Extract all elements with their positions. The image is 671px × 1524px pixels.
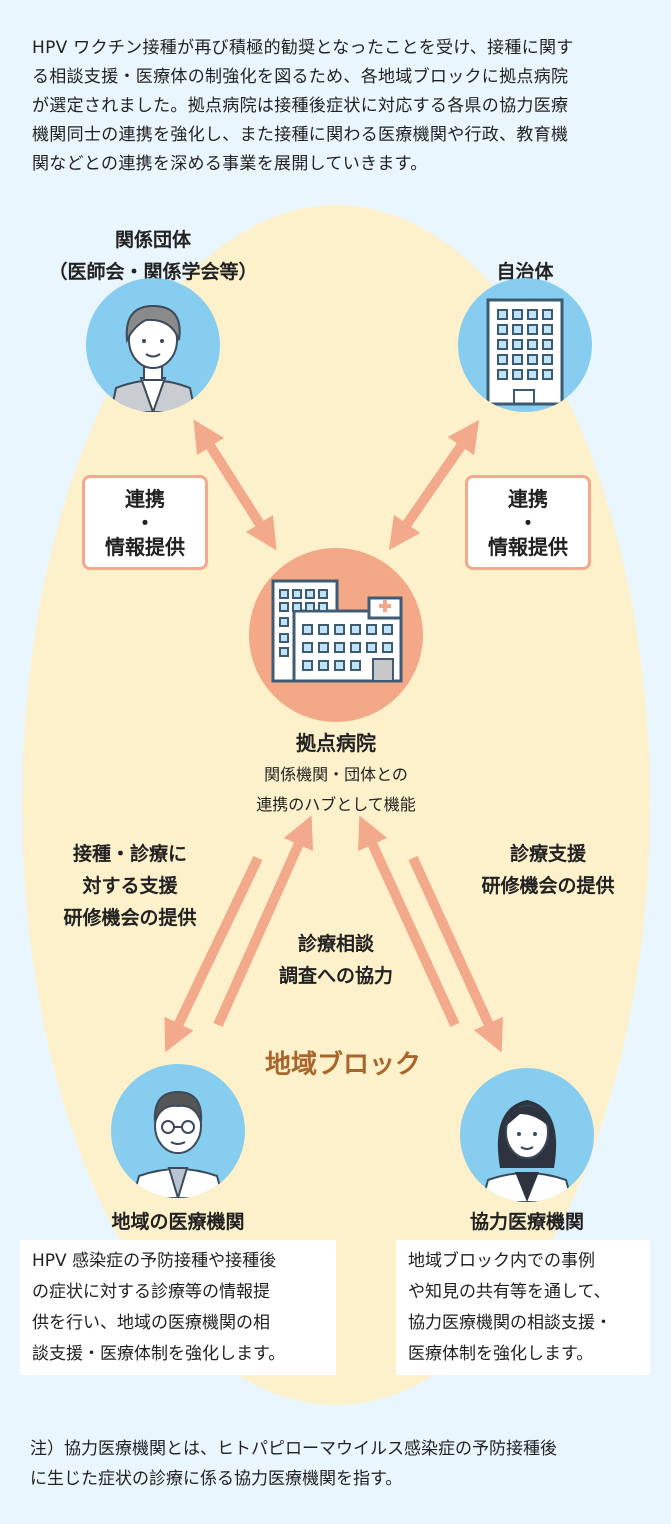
arrow-assoc-hub [193,419,277,551]
hub-sub-line: 連携のハブとして機能 [256,795,416,814]
desc-line: HPV 感染症の予防接種や接種後 [32,1251,277,1271]
consult-to-hub-label: 診療相談 調査への協力 [279,928,393,992]
desc-line: 供を行い、地域の医療機関の相 [32,1313,270,1333]
arrow-gov-hub [388,419,480,551]
assoc-title: 関係団体 （医師会・関係学会等） [48,224,257,288]
label-line: 接種・診療に [72,843,188,865]
right-link-line: 連携 [508,486,548,511]
right-link-box: 連携 ・ 情報提供 [465,475,591,570]
desc-line: 医療体制を強化します。 [408,1344,594,1364]
doctor-woman-avatar-icon [86,278,220,412]
arrow-hub-local [164,855,263,1053]
intro-line: HPV ワクチン接種が再び積極的勧奨となったことを受け、接種に関す [32,38,574,58]
label-line: 診療支援 [509,843,587,865]
support-to-coop-label: 診療支援 研修機会の提供 [481,838,614,902]
right-link-line: ・ [518,510,538,535]
female-doctor-avatar-icon [460,1068,594,1202]
gov-title: 自治体 [496,261,554,283]
hub-title: 拠点病院 [296,731,376,755]
hub-subtitle: 関係機関・団体との 連携のハブとして機能 [256,760,416,820]
label-line: 診療相談 [297,933,375,955]
hub-sub-line: 関係機関・団体との [264,765,408,784]
label-line: 研修機会の提供 [63,907,197,929]
assoc-title-line1: 関係団体 [114,229,192,251]
assoc-title-line2: （医師会・関係学会等） [48,261,258,283]
label-line: 対する支援 [82,875,178,897]
male-doctor-avatar-icon [111,1064,245,1198]
city-hall-building-icon [458,278,592,412]
coop-clinic-title: 協力医療機関 [469,1211,585,1233]
label-line: 研修機会の提供 [481,875,615,897]
local-clinic-description: HPV 感染症の予防接種や接種後 の症状に対する診療等の情報提 供を行い、地域の… [20,1240,336,1375]
region-block-label: 地域ブロック [264,1050,422,1080]
right-link-line: 情報提供 [488,534,568,559]
desc-line: の症状に対する診療等の情報提 [32,1282,270,1302]
intro-line: る相談支援・医療体の制強化を図るため、各地域ブロックに拠点病院 [32,67,569,87]
arrow-local-hub [213,815,314,1028]
left-link-line: ・ [135,510,155,535]
desc-line: 協力医療機関の相談支援・ [408,1313,612,1333]
footnote-line: に生じた症状の診療に係る協力医療機関を指す。 [30,1469,403,1489]
label-line: 調査への協力 [278,965,394,987]
coop-clinic-description: 地域ブロック内での事例 や知見の共有等を通して、 協力医療機関の相談支援・ 医療… [396,1240,650,1375]
left-link-line: 情報提供 [105,534,185,559]
left-link-line: 連携 [125,486,165,511]
intro-line: 関などとの連携を深める事業を展開していきます。 [32,154,428,174]
desc-line: や知見の共有等を通して、 [408,1282,611,1302]
footnote-line: 注）協力医療機関とは、ヒトパピローマウイルス感染症の予防接種後 [30,1439,557,1459]
intro-line: が選定されました。拠点病院は接種後症状に対応する各県の協力医療 [32,96,569,116]
desc-line: 地域ブロック内での事例 [408,1251,595,1271]
intro-line: 機関同士の連携を強化し、また接種に関わる医療機関や行政、教育機 [32,125,569,145]
left-link-box: 連携 ・ 情報提供 [82,475,208,570]
support-to-local-label: 接種・診療に 対する支援 研修機会の提供 [63,838,196,934]
local-clinic-title: 地域の医療機関 [111,1211,245,1233]
arrow-hub-coop [408,855,503,1053]
arrow-coop-hub [358,815,460,1028]
desc-line: 談支援・医療体制を強化します。 [32,1344,286,1364]
intro-text: HPV ワクチン接種が再び積極的勧奨となったことを受け、接種に関す る相談支援・… [32,34,652,179]
footnote: 注）協力医療機関とは、ヒトパピローマウイルス感染症の予防接種後 に生じた症状の診… [30,1434,557,1494]
hospital-building-icon [249,548,423,722]
